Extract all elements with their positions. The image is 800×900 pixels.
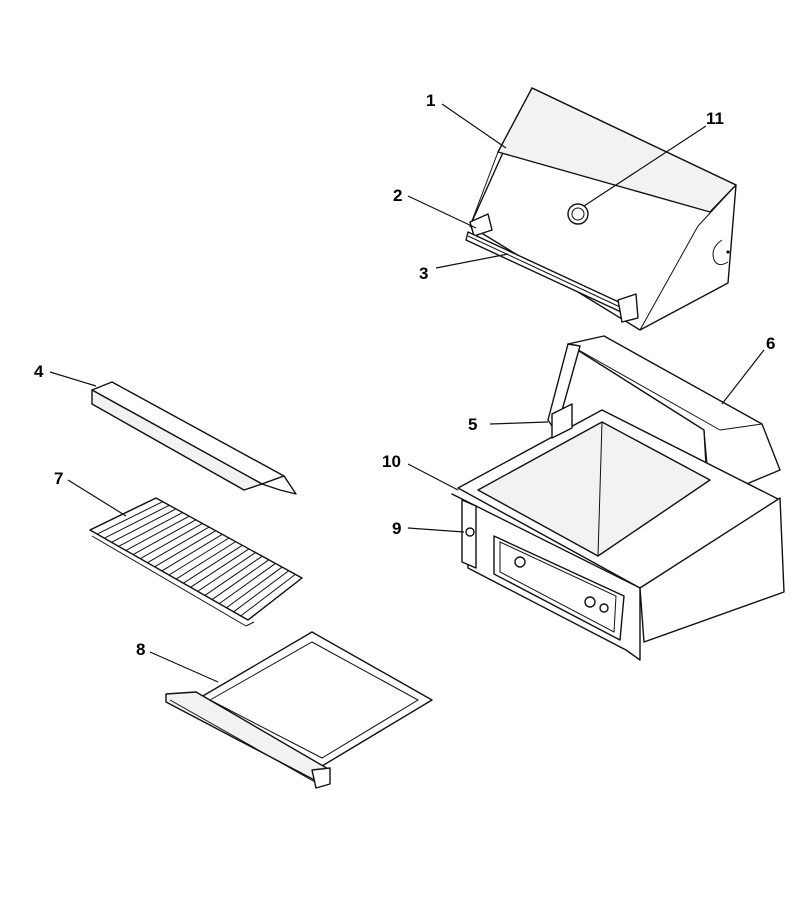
grate-bar	[140, 523, 203, 560]
grate-bar	[218, 563, 276, 605]
grate-bar	[183, 544, 243, 584]
hood-hinge-bracket	[551, 403, 573, 439]
grate-bar	[240, 573, 296, 617]
callout-6: 6	[766, 334, 775, 353]
grate-bar	[233, 570, 290, 613]
grate-bar	[125, 515, 190, 551]
grate-bar	[204, 555, 263, 596]
grill-base	[451, 335, 785, 661]
callout-3: 3	[419, 264, 428, 283]
callout-8: 8	[136, 640, 145, 659]
callout-10: 10	[382, 452, 401, 471]
grate-bar	[96, 501, 163, 535]
warming-shelf	[91, 381, 297, 495]
grate-bars	[89, 497, 303, 621]
grate-bar	[161, 533, 223, 572]
cooking-grate	[89, 497, 303, 627]
grate-bar	[132, 519, 197, 555]
callout-7: 7	[54, 469, 63, 488]
callout-1: 1	[426, 91, 435, 110]
grate-bar	[197, 552, 256, 592]
grate-bar	[154, 530, 216, 568]
grate-bar	[168, 537, 230, 576]
grill-hood	[469, 87, 737, 331]
hood-handle-assembly	[465, 213, 639, 323]
grate-bar	[104, 504, 170, 539]
callout-9: 9	[392, 519, 401, 538]
callout-2: 2	[393, 186, 402, 205]
grease-tray	[165, 631, 433, 789]
grate-bar	[118, 512, 183, 547]
grate-bar	[226, 566, 283, 609]
grate-bar	[175, 541, 236, 580]
callout-4: 4	[34, 362, 44, 381]
grate-bar	[147, 526, 210, 564]
callout-labels: 1 2 3 4 5 6 7 8 9 10 11	[34, 91, 775, 659]
grate-bar	[247, 577, 303, 621]
callout-11: 11	[706, 109, 724, 128]
igniter-button	[465, 527, 475, 537]
grate-bar	[111, 508, 177, 543]
hood-thermometer	[567, 203, 589, 225]
callout-5: 5	[468, 415, 477, 434]
grate-bar	[211, 559, 270, 600]
leader-lines	[49, 103, 765, 683]
grate-bar	[190, 548, 250, 588]
